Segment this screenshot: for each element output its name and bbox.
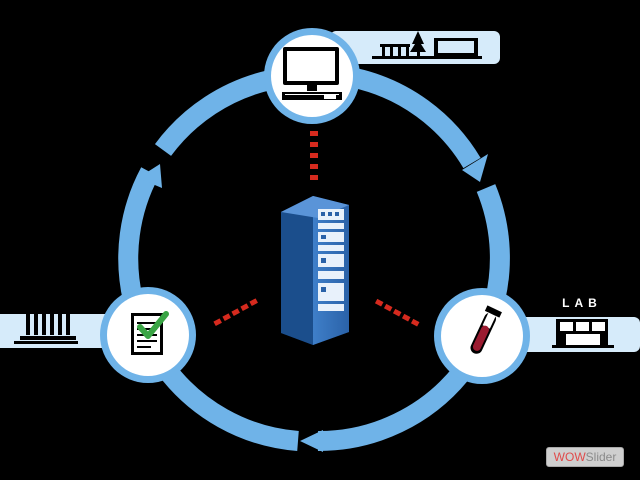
wowslider-watermark: WOWSlider	[546, 447, 624, 467]
office-building-icon	[372, 31, 482, 59]
workstation-node	[264, 28, 360, 124]
lab-label: LAB	[562, 296, 602, 310]
server-rack-icon	[281, 196, 349, 345]
watermark-wow: WOW	[553, 450, 586, 464]
ring-arc-right	[476, 184, 510, 303]
connector-right	[374, 298, 420, 327]
sample-node	[434, 288, 530, 384]
arrow-tip-left	[138, 164, 162, 188]
checklist-document-icon	[131, 311, 169, 355]
records-node	[100, 287, 196, 383]
ring-arc-left	[118, 167, 159, 303]
connector-top	[310, 131, 318, 180]
arrow-tip-top-right	[462, 154, 488, 182]
government-building-icon	[14, 303, 78, 344]
watermark-slider: Slider	[585, 450, 617, 464]
arrow-tip-bottom	[300, 430, 323, 452]
ring-arc-bottom-left	[155, 360, 299, 451]
ring-arc-top-right	[352, 68, 481, 169]
ring-arc-top-left	[154, 70, 273, 157]
connector-left	[213, 298, 258, 327]
cycle-ring	[118, 68, 510, 452]
ring-arc-bottom-right	[317, 365, 470, 452]
lab-building-icon	[552, 319, 614, 348]
computer-monitor-icon	[282, 47, 342, 100]
ring-arrow-tips	[138, 154, 488, 452]
test-tube-icon	[470, 305, 502, 354]
